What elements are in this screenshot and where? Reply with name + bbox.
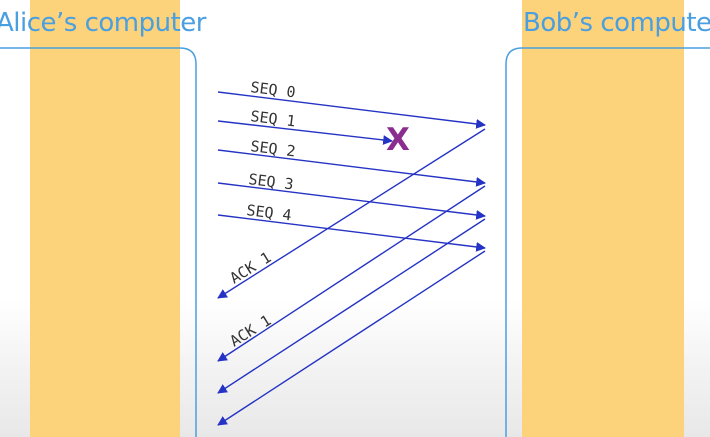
- seq-3-arrow: [217, 182, 486, 220]
- lost-packet-x-icon: X: [386, 122, 410, 158]
- seq-2-label: SEQ 2: [250, 137, 297, 160]
- ack-arrow-4: [217, 250, 486, 426]
- bob-title: Bob’s computer: [523, 8, 710, 38]
- bob-frame: [505, 47, 710, 437]
- seq-4-label: SEQ 4: [246, 201, 293, 224]
- alice-title: Alice’s computer: [0, 8, 207, 38]
- seq-1-label: SEQ 1: [250, 107, 297, 130]
- alice-column: [30, 0, 180, 437]
- bob-column: [522, 0, 684, 437]
- ack-2-label: ACK 1: [227, 311, 275, 350]
- seq-1-arrow: [217, 120, 393, 145]
- seq-3-label: SEQ 3: [248, 170, 295, 193]
- ack-arrow-1: [217, 128, 486, 299]
- seq-2-arrow: [217, 149, 486, 187]
- seq-0-arrow: [217, 91, 486, 129]
- ack-arrow-2: [217, 185, 486, 362]
- seq-4-arrow: [217, 214, 486, 252]
- ack-arrow-3: [217, 218, 486, 394]
- alice-frame: [0, 47, 197, 437]
- ack-1-label: ACK 1: [227, 248, 275, 287]
- seq-0-label: SEQ 0: [250, 78, 297, 101]
